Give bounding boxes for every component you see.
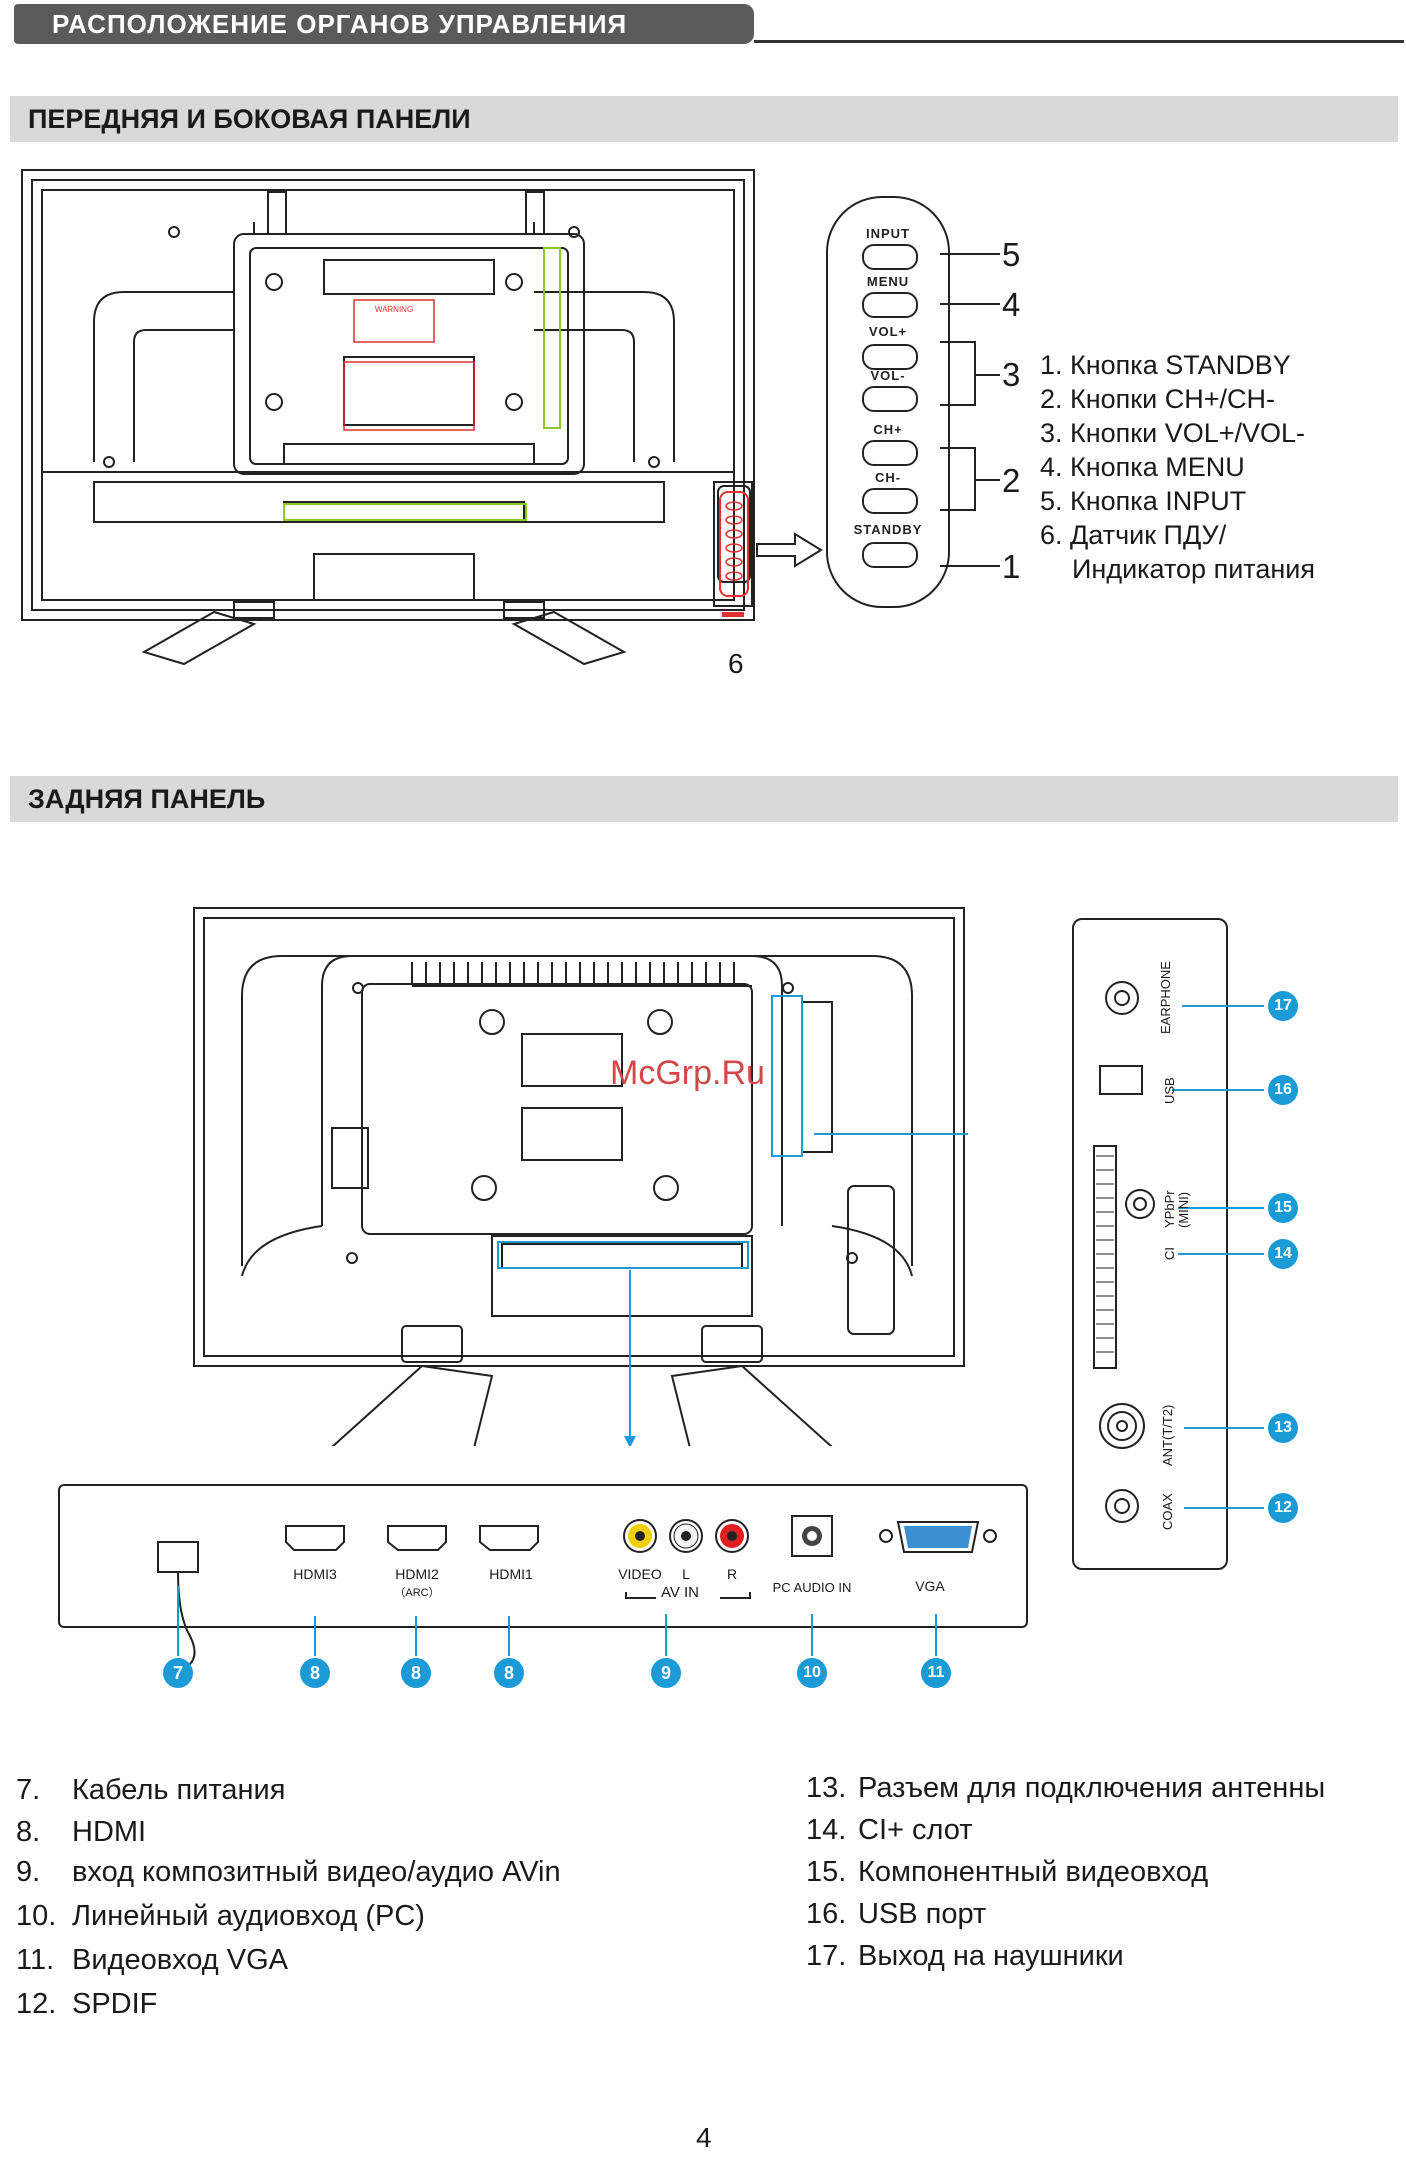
badge-17: 17 bbox=[1268, 991, 1298, 1021]
earphone-label: EARPHONE bbox=[1158, 961, 1173, 1034]
callout-4: 4 bbox=[1002, 286, 1021, 323]
callout-3: 3 bbox=[1002, 356, 1021, 393]
front-panel-heading: ПЕРЕДНЯЯ И БОКОВАЯ ПАНЕЛИ bbox=[10, 96, 1398, 142]
keypad-label-ch: CH+ bbox=[873, 422, 903, 437]
badge-16: 16 bbox=[1268, 1075, 1298, 1105]
keypad-button[interactable] bbox=[862, 542, 918, 568]
av-in-label: AV IN bbox=[660, 1584, 700, 1601]
title-divider bbox=[754, 40, 1404, 43]
ant-label: ANT(T/T2) bbox=[1160, 1404, 1175, 1466]
badge-8: 8 bbox=[401, 1658, 431, 1688]
list-item: 14.CI+ слот bbox=[806, 1814, 973, 1846]
keypad-button[interactable] bbox=[862, 244, 918, 270]
front-legend: 1. Кнопка STANDBY 2. Кнопки CH+/CH- 3. К… bbox=[1040, 348, 1315, 586]
keypad-button[interactable] bbox=[862, 440, 918, 466]
bottom-ports-drawing bbox=[157, 1515, 997, 1667]
hdmi2-arc-label: （ARC） bbox=[394, 1587, 440, 1599]
list-item: 11.Видеовход VGA bbox=[16, 1944, 289, 1976]
keypad-label-menu: MENU bbox=[866, 274, 910, 289]
arrow-right-icon bbox=[756, 532, 823, 568]
badge-7: 7 bbox=[163, 1658, 193, 1688]
ci-label: CI bbox=[1162, 1247, 1177, 1260]
keypad-callout-lines bbox=[940, 253, 1000, 567]
badge-10: 10 bbox=[797, 1658, 827, 1688]
badge-15: 15 bbox=[1268, 1193, 1298, 1223]
hdmi2-label: HDMI2 bbox=[395, 1566, 439, 1582]
callout-2: 2 bbox=[1002, 462, 1021, 499]
callout-5: 5 bbox=[1002, 236, 1021, 273]
list-item: 13.Разъем для подключения антенны bbox=[806, 1772, 1326, 1804]
callout-1: 1 bbox=[1002, 548, 1021, 585]
coax-label: COAX bbox=[1160, 1493, 1175, 1530]
side-port-panel bbox=[1072, 918, 1228, 1570]
callout-6: 6 bbox=[728, 648, 744, 679]
legend-item: 2. Кнопки CH+/CH- bbox=[1040, 384, 1275, 414]
descriptions-right: 13.Разъем для подключения антенны 14.CI+… bbox=[806, 1772, 1325, 1982]
badge-8: 8 bbox=[300, 1658, 330, 1688]
legend-item: Индикатор питания bbox=[1072, 554, 1315, 584]
keypad-label-input: INPUT bbox=[866, 226, 910, 241]
side-ports-drawing bbox=[1093, 981, 1264, 1523]
legend-item: 4. Кнопка MENU bbox=[1040, 452, 1245, 482]
audio-l-label: L bbox=[682, 1566, 690, 1582]
legend-item: 1. Кнопка STANDBY bbox=[1040, 350, 1291, 380]
tv-rear-diagram bbox=[193, 907, 968, 1446]
bottom-port-panel bbox=[58, 1484, 1028, 1628]
list-item: 16.USB порт bbox=[806, 1898, 987, 1930]
warning-label: WARNING bbox=[375, 305, 413, 314]
keypad-label-ch: CH- bbox=[874, 470, 902, 485]
ypbpr-mini-label: (MINI) bbox=[1176, 1191, 1191, 1228]
rear-panel-heading: ЗАДНЯЯ ПАНЕЛЬ bbox=[10, 776, 1398, 822]
badge-9: 9 bbox=[651, 1658, 681, 1688]
keypad-button[interactable] bbox=[862, 344, 918, 370]
list-item: 17.Выход на наушники bbox=[806, 1940, 1124, 1972]
list-item: 9.вход композитный видео/аудио AVin bbox=[16, 1856, 561, 1888]
keypad-label-vol: VOL- bbox=[870, 368, 906, 383]
hdmi3-label: HDMI3 bbox=[293, 1566, 337, 1582]
tv-front-diagram: WARNING bbox=[21, 169, 755, 666]
badge-8: 8 bbox=[494, 1658, 524, 1688]
ypbpr-label: YPbPr bbox=[1162, 1190, 1177, 1228]
side-keypad bbox=[826, 196, 950, 608]
vga-label: VGA bbox=[915, 1578, 945, 1594]
badge-12: 12 bbox=[1268, 1493, 1298, 1523]
list-item: 10.Линейный аудиовход (PC) bbox=[16, 1900, 425, 1932]
list-item: 8.HDMI bbox=[16, 1816, 147, 1848]
keypad-button[interactable] bbox=[862, 292, 918, 318]
page-title: РАСПОЛОЖЕНИЕ ОРГАНОВ УПРАВЛЕНИЯ bbox=[14, 4, 754, 44]
badge-14: 14 bbox=[1268, 1239, 1298, 1269]
legend-item: 5. Кнопка INPUT bbox=[1040, 486, 1247, 516]
watermark: McGrp.Ru bbox=[610, 1054, 765, 1092]
video-label: VIDEO bbox=[618, 1566, 662, 1582]
audio-r-label: R bbox=[726, 1566, 738, 1582]
list-item: 12.SPDIF bbox=[16, 1988, 158, 2020]
descriptions-left: 7.Кабель питания 8.HDMI 9.вход композитн… bbox=[16, 1774, 561, 2032]
badge-11: 11 bbox=[921, 1658, 951, 1688]
hdmi1-label: HDMI1 bbox=[489, 1566, 533, 1582]
legend-item: 6. Датчик ПДУ/ bbox=[1040, 520, 1227, 550]
badge-13: 13 bbox=[1268, 1413, 1298, 1443]
legend-item: 3. Кнопки VOL+/VOL- bbox=[1040, 418, 1306, 448]
page-number: 4 bbox=[696, 2122, 712, 2153]
keypad-button[interactable] bbox=[862, 386, 918, 412]
keypad-label-vol: VOL+ bbox=[868, 324, 908, 339]
usb-label: USB bbox=[1162, 1077, 1177, 1104]
list-item: 15.Компонентный видеовход bbox=[806, 1856, 1209, 1888]
pc-audio-label: PC AUDIO IN bbox=[772, 1580, 852, 1595]
keypad-button[interactable] bbox=[862, 488, 918, 514]
keypad-label-standby: STANDBY bbox=[853, 522, 923, 537]
list-item: 7.Кабель питания bbox=[16, 1774, 286, 1806]
